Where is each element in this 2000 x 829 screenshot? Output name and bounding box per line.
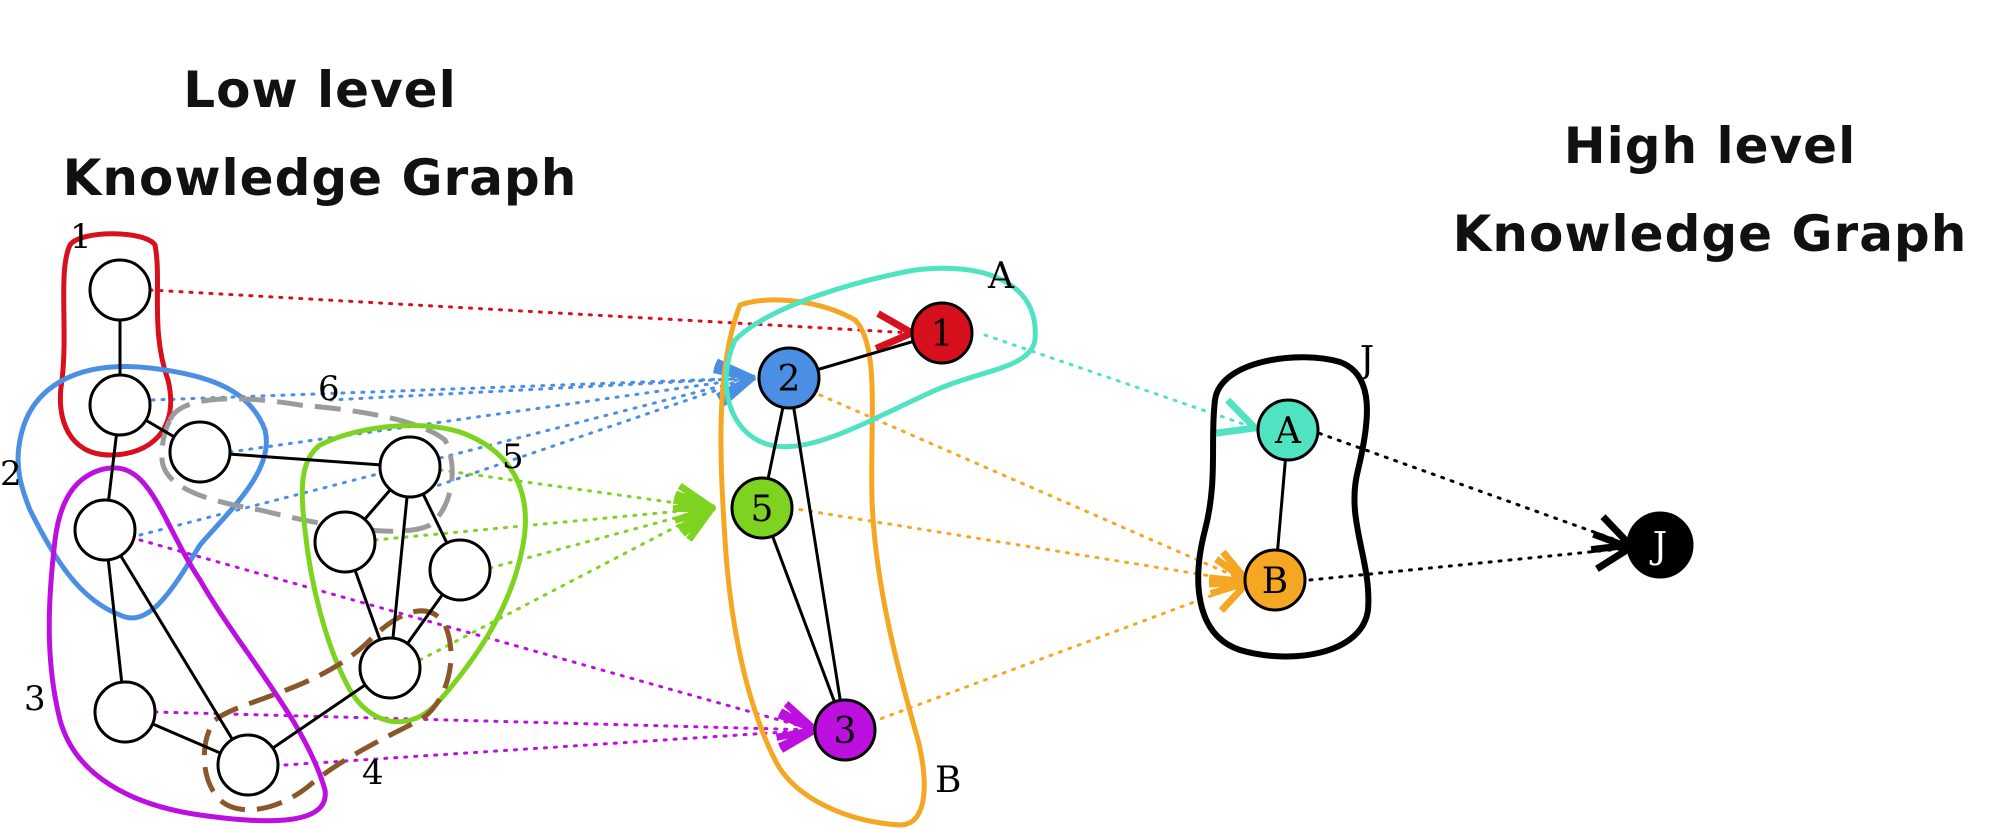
arrow-blue [328,376,754,402]
group-6-outline [159,396,455,534]
mid-level-group-labels: A B [935,256,1015,801]
low-node [313,510,377,574]
group-label-J: J [1356,340,1374,381]
arrow-magenta [138,538,815,730]
edge [388,466,412,669]
group-2-outline [15,364,269,621]
mid-node-3 [813,698,877,762]
arrow-blue [150,378,752,402]
arrow-magenta [283,730,815,767]
low-node [216,733,280,797]
low-level-groups [15,231,528,824]
group-1-outline [57,231,174,458]
group-label-A: A [987,256,1015,297]
edge [760,507,847,731]
low-node [358,636,422,700]
high-level-title-line1: High level [1563,117,1857,175]
group-label-6: 6 [318,369,340,409]
high-node-B [1243,548,1307,612]
arrow-black [1308,428,1630,545]
arrow-black [1308,548,1630,582]
mid-node-1 [910,301,974,365]
low-level-title-line1: Low level [183,61,457,119]
high-node-label-A: A [1274,411,1302,452]
mid-node-2 [757,346,821,410]
edge [787,377,847,731]
low-node [88,373,152,437]
high-node-A [1256,398,1320,462]
group-J-outline [1195,354,1372,660]
top-node-J [1626,511,1694,579]
mid-node-label-5: 5 [751,489,774,530]
group-A-outline [723,265,1038,450]
high-level-title: High level Knowledge Graph [1430,102,1990,278]
arrow-blue [228,378,752,454]
mid-level-nodes [730,301,974,762]
low-level-group-labels: 1 2 6 5 3 4 [0,217,524,793]
mid-node-label-3: 3 [834,711,857,752]
arrow-green [373,508,712,542]
mid-level-node-labels: 1 2 5 3 [751,314,954,752]
mid-node-label-1: 1 [931,314,954,355]
top-node-label-J: J [1649,526,1667,567]
low-node [73,498,137,562]
group-label-5: 5 [502,437,524,477]
group-B-outline [718,297,927,828]
group-5-outline [299,423,528,725]
group-3-outline [46,465,328,824]
arrow-green [438,468,712,508]
mid-node-5 [730,476,794,540]
group-label-4: 4 [362,753,384,793]
low-level-title: Low level Knowledge Graph [20,46,620,222]
high-node-label-B: B [1262,561,1288,602]
mid-level-groups [718,265,1038,828]
edge [103,529,250,766]
arrow-orange [870,582,1248,724]
arrow-red [148,288,912,333]
mapping-arrows [138,288,1630,767]
low-node [428,538,492,602]
group-label-2: 2 [0,454,22,494]
group-label-3: 3 [24,679,46,719]
arrow-magenta [153,712,815,730]
mid-node-label-2: 2 [778,359,801,400]
group-label-1: 1 [70,217,92,257]
low-node [88,258,152,322]
high-level-title-line2: Knowledge Graph [1452,205,1968,263]
arrow-blue [408,376,754,497]
high-level-labels: A B J J [1262,340,1667,602]
arrow-turquoise [983,333,1255,428]
low-node [168,420,232,484]
group-4-outline [201,608,454,813]
arrow-orange [818,393,1248,582]
edge [199,450,411,469]
low-node [378,435,442,499]
group-label-B: B [935,760,961,801]
low-level-title-line2: Knowledge Graph [62,149,578,207]
arrow-orange [788,506,1248,582]
low-node [93,680,157,744]
low-level-nodes [73,258,492,797]
